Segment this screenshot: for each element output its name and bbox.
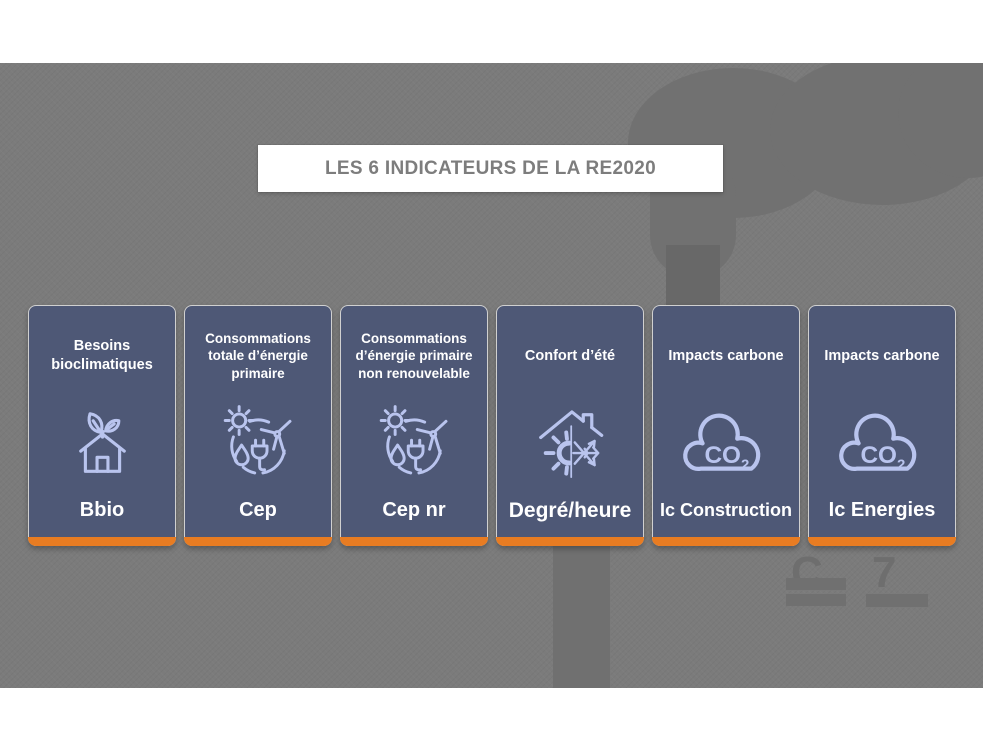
card-ic-construction: Impacts carbone CO2 Ic Construction [652, 305, 800, 546]
card-accent-bar [340, 537, 488, 546]
faded-art-letter-7: 7 [872, 548, 897, 597]
summer-comfort-icon [497, 398, 643, 484]
card-accent-bar [652, 537, 800, 546]
card-label: Cep [239, 499, 277, 521]
card-label: Bbio [79, 499, 125, 521]
svg-text:CO2: CO2 [860, 442, 905, 474]
chimney-silhouette [666, 245, 720, 309]
svg-text:CO2: CO2 [704, 442, 749, 474]
pole-silhouette [553, 546, 610, 688]
card-title: Besoins bioclimatiques [51, 338, 153, 373]
card-label: Ic Construction [659, 500, 792, 520]
card-label: Cep nr [382, 499, 446, 521]
slide-title-banner: LES 6 INDICATEURS DE LA RE2020 [258, 145, 723, 192]
card-title: Consommations d’énergie primaire non ren… [355, 330, 473, 381]
faded-art-bar [786, 594, 846, 606]
card-cep: Consommations totale d’énergie primaire [184, 305, 332, 546]
co2-cloud-icon: CO2 [653, 398, 799, 484]
card-ic-energies: Impacts carbone CO2 Ic Energies [808, 305, 956, 546]
eco-house-icon [29, 398, 175, 484]
card-title: Impacts carbone [668, 347, 784, 364]
card-cep-nr: Consommations d’énergie primaire non ren… [340, 305, 488, 546]
card-accent-bar [28, 537, 176, 546]
primary-energy-icon [185, 398, 331, 484]
card-accent-bar [184, 537, 332, 546]
card-title: Consommations totale d’énergie primaire [205, 330, 311, 381]
faded-art-bar [786, 578, 846, 590]
indicator-cards-row: Besoins bioclimatiques [28, 305, 956, 546]
card-label: Ic Energies [828, 499, 936, 521]
card-label: Degré/heure [508, 498, 632, 522]
card-accent-bar [496, 537, 644, 546]
card-accent-bar [808, 537, 956, 546]
card-bbio: Besoins bioclimatiques [28, 305, 176, 546]
co2-cloud-icon: CO2 [809, 398, 955, 484]
slide-title: LES 6 INDICATEURS DE LA RE2020 [324, 157, 657, 179]
card-confort-ete: Confort d’été [496, 305, 644, 546]
card-title: Impacts carbone [824, 347, 940, 364]
primary-energy-icon [341, 398, 487, 484]
card-title: Confort d’été [524, 347, 616, 364]
slide-stage: C 7 LES 6 INDICATEURS DE LA RE2020 Besoi… [0, 63, 983, 688]
faded-art-bar [866, 594, 928, 607]
